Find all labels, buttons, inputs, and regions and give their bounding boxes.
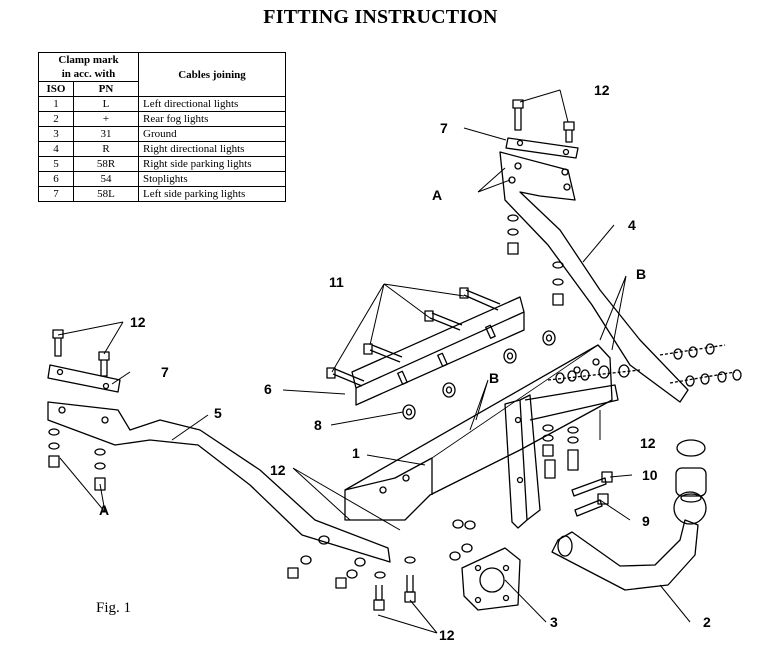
page-title: FITTING INSTRUCTION (263, 6, 498, 28)
callout-7: 7 (440, 120, 448, 136)
table-subheader-row: ISO PN (38, 81, 286, 97)
callout-1: 1 (352, 445, 360, 461)
callout-8: 8 (314, 417, 322, 433)
callout-B: B (489, 370, 499, 386)
cable-cell: Left side parking lights (138, 186, 286, 202)
socket-plate-part (461, 547, 521, 611)
left-arm-nuts (48, 428, 106, 491)
ball-mount-bracket (504, 384, 619, 529)
callout-B: B (636, 266, 646, 282)
left-bolts (52, 329, 110, 377)
callout-11: 11 (329, 274, 344, 290)
callout-A: A (99, 502, 109, 518)
pn-cell: 58R (73, 156, 139, 172)
callout-12: 12 (594, 82, 610, 98)
cable-cell: Right side parking lights (138, 156, 286, 172)
crossmember-right-nuts (547, 364, 641, 384)
upper-arm-nuts (507, 214, 564, 306)
figure-label: Fig. 1 (96, 600, 132, 616)
callout-5: 5 (214, 405, 222, 421)
left-side-arm-part (47, 401, 391, 563)
socket-fasteners (449, 519, 476, 561)
callout-6: 6 (264, 381, 272, 397)
callout-12: 12 (439, 627, 455, 643)
pn-header: PN (73, 81, 139, 97)
callout-12: 12 (270, 462, 286, 478)
callout-12: 12 (130, 314, 146, 330)
bracket-fasteners (542, 424, 579, 479)
clamp-mark-header-line1: Clamp mark (58, 54, 119, 66)
tow-ball-bolts (571, 471, 613, 517)
left-clamp-plate (47, 364, 121, 393)
table-row: 2+Rear fog lights (38, 111, 286, 127)
upper-clamp-plate (505, 137, 579, 159)
callout-2: 2 (703, 614, 711, 630)
callout-A: A (432, 187, 442, 203)
callout-9: 9 (642, 513, 650, 529)
cable-legend-table: Clamp mark in acc. with Cables joining I… (38, 52, 286, 202)
clamp-mark-header: Clamp mark in acc. with (38, 52, 139, 82)
callout-4: 4 (628, 217, 636, 233)
callout-7: 7 (161, 364, 169, 380)
tow-ball-part (551, 439, 707, 591)
clamp-mark-header-line2: in acc. with (61, 68, 116, 80)
callout-12: 12 (640, 435, 656, 451)
callout-labels: 12 7 A 4 B 11 6 8 1 5 12 7 A B 12 12 10 … (99, 82, 711, 643)
right-arm-fasteners (659, 343, 742, 387)
bottom-fasteners (287, 535, 416, 611)
callout-10: 10 (642, 467, 658, 483)
crossbar-washers (402, 330, 556, 420)
leader-lines (57, 89, 691, 634)
callout-3: 3 (550, 614, 558, 630)
upper-bolts (512, 99, 575, 143)
crossbar-bolts (326, 287, 501, 387)
